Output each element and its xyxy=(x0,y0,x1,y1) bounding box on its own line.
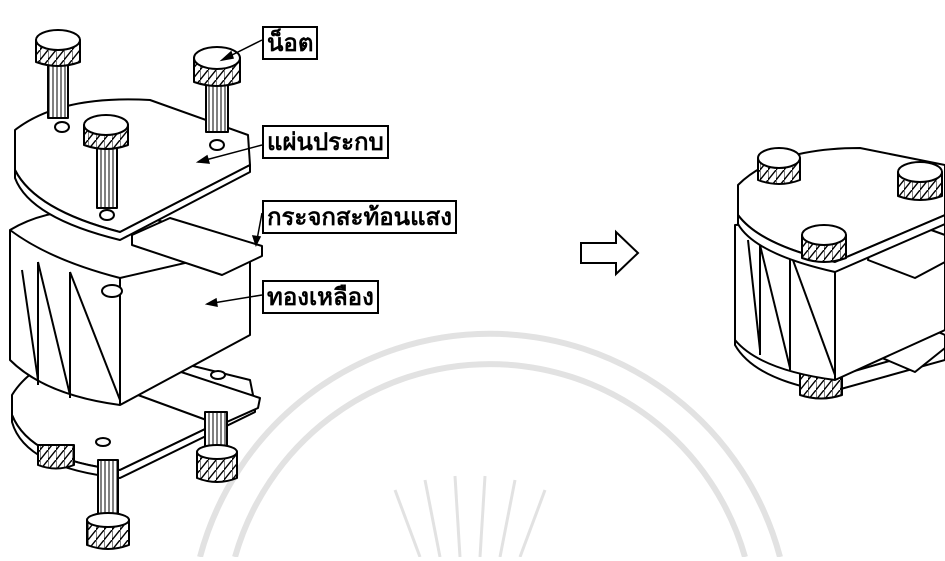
bottom-screw-3 xyxy=(37,444,75,470)
assembled-screw-3 xyxy=(801,224,847,263)
label-screw: น็อต xyxy=(262,26,319,60)
assembled-screw-2 xyxy=(897,161,943,201)
bottom-screw-2 xyxy=(196,411,238,483)
university-seal-watermark xyxy=(197,330,783,558)
top-mirror-strip xyxy=(131,217,263,276)
top-screw-1 xyxy=(35,29,81,119)
label-mirror: กระจกสะท้อนแสง xyxy=(262,200,457,234)
exploded-assembly xyxy=(9,29,263,550)
assembled-screw-1 xyxy=(757,147,801,185)
label-pointers xyxy=(195,39,263,307)
top-screw-2 xyxy=(193,46,241,133)
top-screw-3 xyxy=(83,114,129,209)
right-arrow-icon xyxy=(580,229,640,277)
label-brass: ทองเหลือง xyxy=(262,280,379,314)
bottom-screw-1 xyxy=(86,459,130,550)
label-clamp-plate: แผ่นประกบ xyxy=(262,125,389,159)
assembled-unit xyxy=(734,147,945,400)
